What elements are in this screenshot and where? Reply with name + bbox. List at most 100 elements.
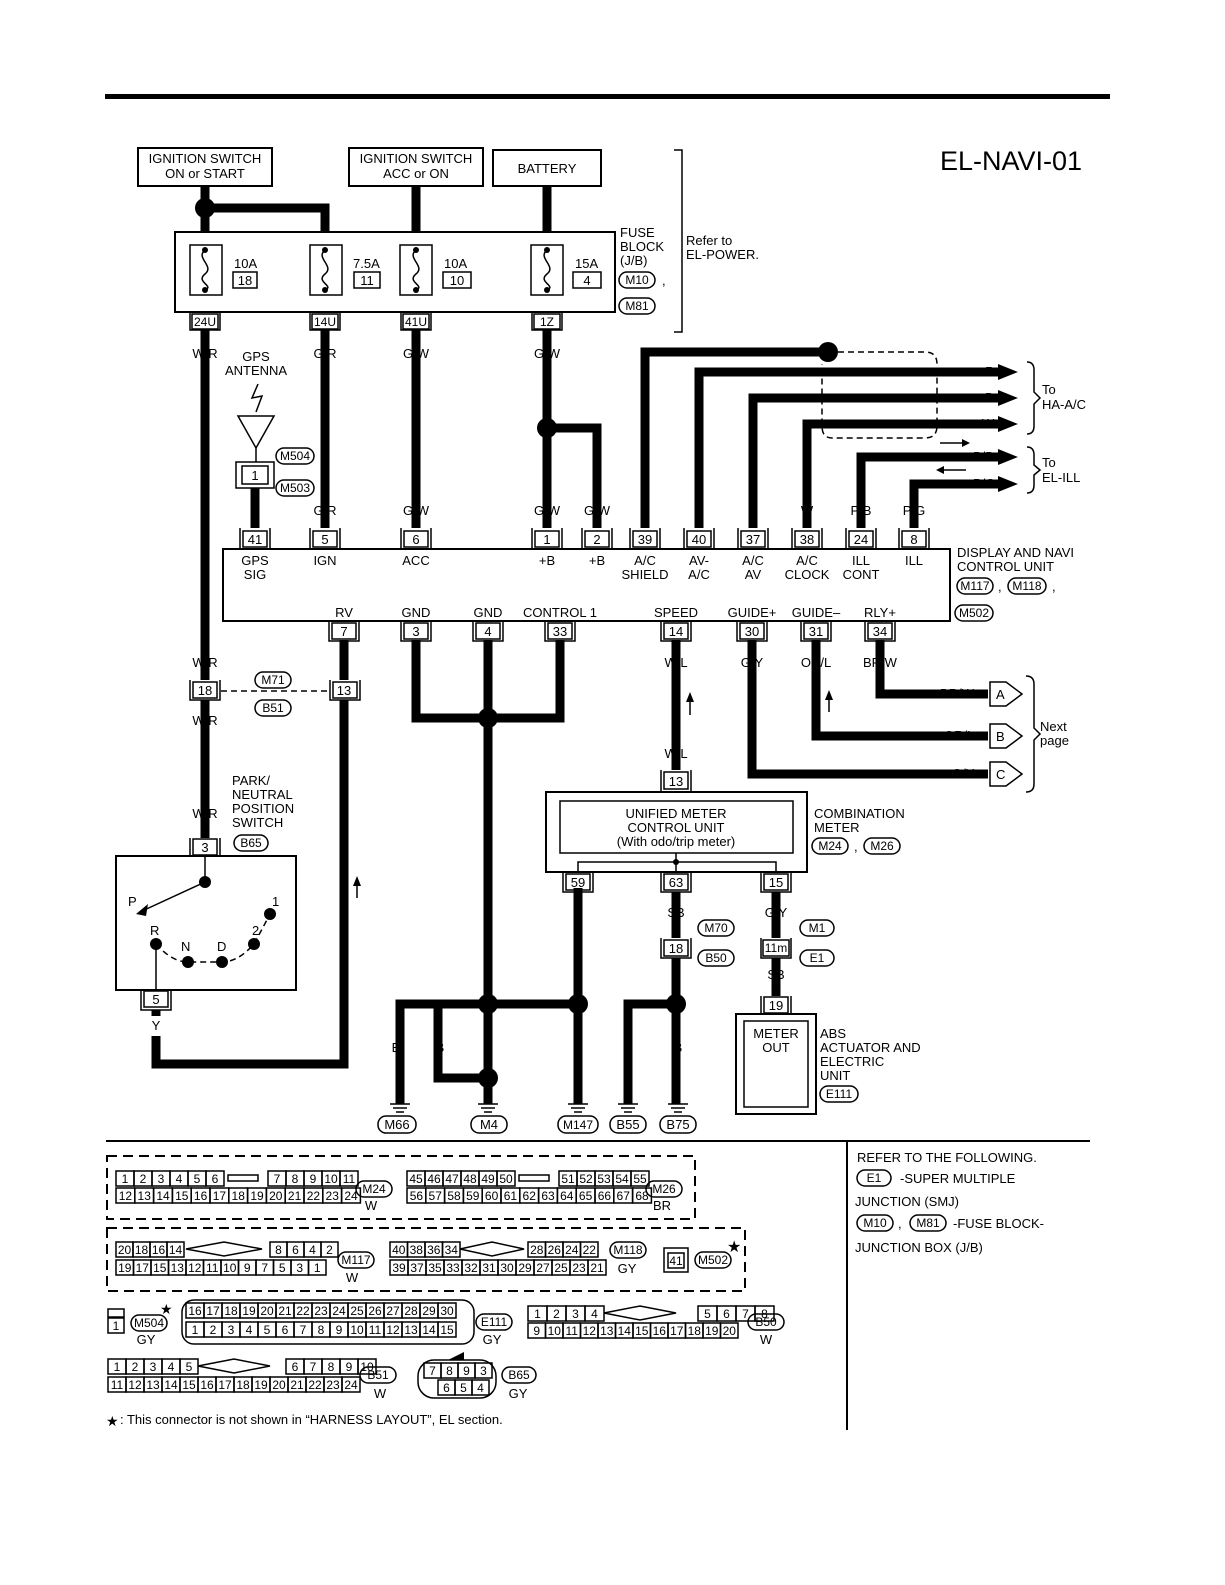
connector-id-label: M504 [134, 1316, 164, 1330]
navi-top-pin: 1G/W+B [531, 503, 563, 568]
connector-key [227, 1174, 259, 1182]
connector-cell [496, 1170, 516, 1187]
pin-label: +B [539, 553, 555, 568]
connector-pin: 6 [723, 1307, 730, 1321]
joint-connectors-m71-b51: W/R 18 W/R M71 B51 Y 13 Y [189, 655, 361, 728]
y-arrowhead [353, 876, 361, 886]
svg-text:Refer to: Refer to [686, 233, 732, 248]
connector-pin: 62 [523, 1189, 537, 1203]
connector-pin: 11 [343, 1172, 356, 1186]
pin-label: AV [745, 567, 762, 582]
gnd-splice-5 [666, 994, 686, 1014]
ctrl1-wire [488, 640, 565, 723]
m504-latch [107, 1308, 125, 1318]
speed-arrowhead [686, 692, 694, 702]
r-wire [694, 367, 998, 528]
fuse-11: 7.5A 11 [309, 244, 381, 296]
connector-group-m24-m26 [106, 1155, 696, 1220]
header-rule [105, 94, 1110, 99]
connector-id [747, 1313, 785, 1331]
connector-id-label: M502 [698, 1253, 728, 1267]
svg-text:(With odo/trip meter): (With odo/trip meter) [617, 834, 735, 849]
connector-id-label: B50 [755, 1315, 777, 1329]
connector-cell [437, 1302, 457, 1319]
connector-pin: 5 [264, 1323, 271, 1337]
connector-pin: 17 [213, 1189, 227, 1203]
e111-shell [181, 1299, 475, 1345]
svg-text:IGNITION SWITCH: IGNITION SWITCH [149, 151, 262, 166]
connector-pin: 60 [485, 1189, 499, 1203]
pin-label: GUIDE– [792, 605, 841, 620]
svg-text:CONTROL UNIT: CONTROL UNIT [957, 559, 1054, 574]
svg-text:W/L: W/L [664, 655, 687, 670]
svg-text:(J/B): (J/B) [620, 253, 647, 268]
connector-pin: 2 [553, 1307, 560, 1321]
connector-pin: 37 [410, 1261, 424, 1275]
svg-text:BR/W: BR/W [863, 655, 898, 670]
gps-antenna: GPS ANTENNA 1 M504 M503 [225, 349, 315, 497]
connector-pin: 31 [482, 1261, 496, 1275]
b65-key [448, 1352, 464, 1360]
pb-wire [856, 452, 998, 528]
connector-pin: 12 [386, 1323, 400, 1337]
connector-pin: 68 [635, 1189, 649, 1203]
svg-text:24U: 24U [194, 315, 216, 329]
w-wire [802, 419, 998, 528]
connector-pin: 15 [635, 1324, 649, 1338]
svg-text:★: ★ [160, 1301, 173, 1317]
connector-pin: 26 [548, 1243, 562, 1257]
ground-labels: M66 M4 M147 B55 B75 [377, 1115, 697, 1134]
connector-pin: 8 [275, 1243, 282, 1257]
connector-pin: 47 [445, 1172, 459, 1186]
svg-text:11m: 11m [765, 941, 787, 955]
svg-text:CONTROL UNIT: CONTROL UNIT [627, 820, 724, 835]
connector-pin: 1 [114, 1360, 121, 1374]
svg-text:B: B [484, 1040, 493, 1055]
connector-pin: 14 [422, 1323, 436, 1337]
pin-number: 7 [340, 624, 347, 639]
connector-color: GY [137, 1332, 156, 1347]
svg-text:G/Y: G/Y [741, 655, 764, 670]
connector-pin: 6 [282, 1323, 289, 1337]
ill-brace [1026, 446, 1042, 494]
svg-text:BATTERY: BATTERY [518, 161, 577, 176]
sb-joint-connector: SB 18 B M70 B50 [660, 905, 735, 982]
next-page-tags: A B C [989, 681, 1024, 787]
connector-id-label: E111 [481, 1315, 508, 1329]
svg-text:18: 18 [669, 941, 683, 956]
connector-pin: 4 [246, 1323, 253, 1337]
fuse-10: 10A 10 [399, 244, 472, 296]
navi-top-pins: 41GPSSIG5G/RIGN6G/WACC1G/W+B2G/W+B39A/CS… [239, 503, 930, 582]
svg-text:M117: M117 [960, 579, 989, 593]
wire-color: G/R [313, 503, 336, 518]
svg-text:10: 10 [450, 273, 464, 288]
connector-cell [166, 1241, 185, 1258]
abs-actuator-unit: 19 METER OUT ABS ACTUATOR AND ELECTRIC U… [735, 996, 921, 1115]
connector-cell [719, 1322, 739, 1339]
connector-pin: 24 [344, 1189, 358, 1203]
svg-text:UNIFIED METER: UNIFIED METER [625, 806, 726, 821]
battery-box: BATTERY [492, 149, 602, 187]
connector-id-label: M26 [652, 1182, 676, 1196]
pin-number: 6 [412, 532, 419, 547]
connector-pin: 6 [443, 1381, 450, 1395]
svg-text:SWITCH: SWITCH [232, 815, 283, 830]
svg-text:UNIT: UNIT [820, 1068, 850, 1083]
connector-key [185, 1241, 263, 1257]
connector-pin: 3 [158, 1172, 165, 1186]
meter-bottom-connectors: 59 63 15 [562, 872, 792, 893]
wire-color: G/W [584, 503, 611, 518]
ill-signal-arrows [936, 439, 970, 474]
svg-text:,: , [998, 579, 1002, 594]
connector-pin: 54 [615, 1172, 629, 1186]
navi-bottom-pin: CONTROL 133 [523, 605, 597, 642]
connector-pin: 24 [332, 1304, 346, 1318]
svg-text:11: 11 [360, 273, 374, 288]
connector-pin: 24 [344, 1378, 358, 1392]
navi-bottom-pin: GUIDE+30 [728, 605, 776, 642]
